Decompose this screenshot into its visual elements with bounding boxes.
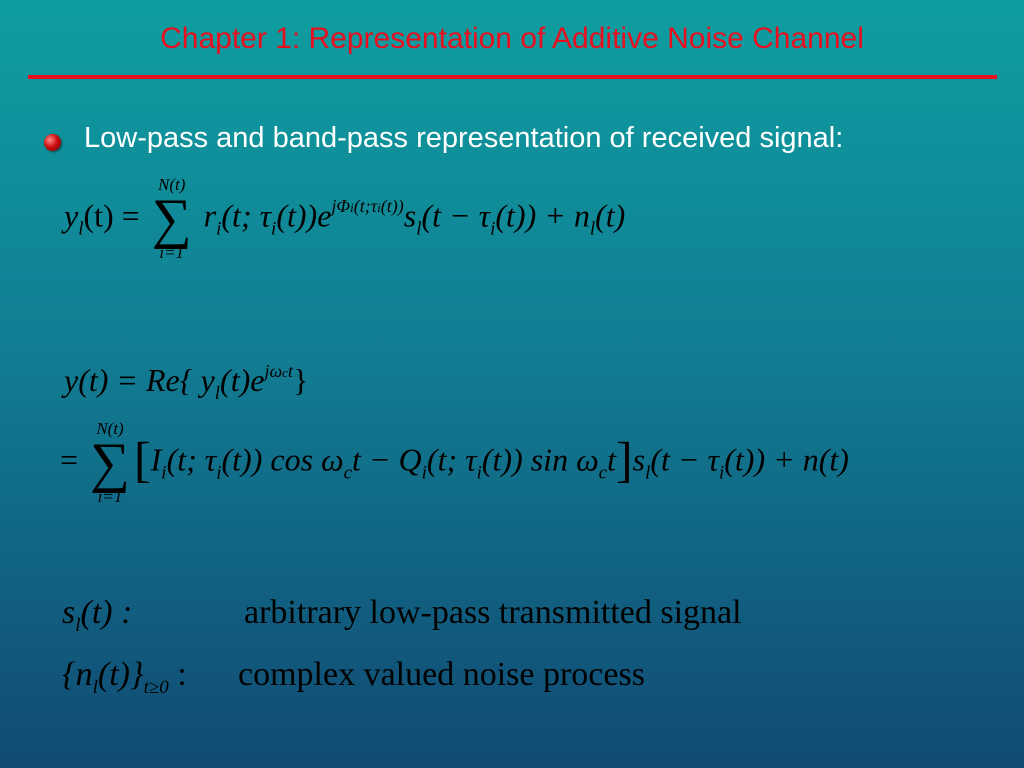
- eq1-exp-main: jΦ: [331, 196, 351, 217]
- def2-symbol-end: :: [168, 656, 187, 693]
- definition-noise-text: complex valued noise process: [238, 656, 645, 693]
- eq1-exp-arg-end: (t)): [380, 196, 404, 217]
- def2-symbol-sub: l: [92, 677, 98, 698]
- def2-symbol-sub2: t≥0: [143, 677, 169, 698]
- eq3-close-bracket: ]: [615, 431, 633, 488]
- equation-lowpass: yl(t) = N(t) ∑ i=1 ri(t; τi(t))ejΦi(t;τi…: [64, 176, 625, 262]
- eq1-sum-upper: N(t): [158, 175, 186, 194]
- definition-signal: sl(t) :: [62, 594, 133, 636]
- equation-expanded: = N(t) ∑ i=1 [Ii(t; τi(t)) cos ωct − Qi(…: [60, 420, 849, 506]
- eq3-sin-end: t: [607, 441, 616, 478]
- equation-bandpass: y(t) = Re{ yl(t)ejωct}: [64, 362, 308, 403]
- eq3-cos-sub: c: [343, 462, 353, 484]
- eq3-I-arg-sub: i: [216, 462, 222, 484]
- slide-title: Chapter 1: Representation of Additive No…: [160, 22, 864, 55]
- eq1-term-r-arg-end: (t))e: [276, 197, 332, 234]
- eq2-lhs: y(t) = Re{ y: [64, 362, 215, 398]
- eq1-sum-lower: i=1: [159, 243, 185, 262]
- eq1-exp-arg: (t;τ: [353, 196, 378, 217]
- eq1-term-r-arg: (t; τ: [221, 197, 272, 234]
- eq3-I: I: [150, 441, 162, 478]
- eq1-term-s-arg: (t − τ: [421, 197, 491, 234]
- eq1-term-r-arg-sub: i: [271, 218, 277, 240]
- eq3-sum: N(t) ∑ i=1: [90, 420, 130, 506]
- eq2-exp-end: t: [287, 361, 293, 381]
- definition-noise: {nl(t)}t≥0 :: [62, 656, 187, 698]
- title-underline: [28, 75, 997, 79]
- eq1-term-r-sub: i: [216, 218, 222, 240]
- def2-symbol: {n: [62, 656, 93, 693]
- bullet-icon: [44, 134, 61, 151]
- eq3-s-arg: (t − τ: [650, 441, 719, 478]
- eq1-noise-sub: l: [589, 218, 596, 240]
- eq2-lhs-arg: (t)e: [220, 362, 265, 398]
- eq2-exp-sub: c: [282, 365, 288, 380]
- eq3-Q-sub: i: [421, 462, 427, 484]
- def1-symbol-sub: l: [75, 615, 81, 636]
- eq1-lhs-var: y: [64, 197, 79, 234]
- definition-signal-text: arbitrary low-pass transmitted signal: [244, 594, 742, 631]
- eq3-s: s: [632, 441, 646, 478]
- eq2-exp-main: jω: [264, 361, 283, 381]
- eq1-sum-symbol: ∑: [151, 188, 192, 250]
- eq3-I-arg-end: (t)) cos ω: [221, 441, 344, 478]
- eq1-term-r: r: [203, 197, 217, 234]
- eq3-I-sub: i: [161, 462, 167, 484]
- eq3-sum-lower: i=1: [97, 487, 123, 506]
- eq1-exp-sub: i: [350, 200, 354, 216]
- eq1-exp: jΦi(t;τi(t)): [331, 196, 403, 216]
- def2-symbol-arg: (t)}: [97, 656, 144, 693]
- eq1-lhs-sub: l: [78, 218, 84, 240]
- eq3-s-sub: l: [645, 462, 651, 484]
- eq3-open-bracket: [: [133, 431, 151, 488]
- eq3-eq-sign: =: [60, 441, 79, 478]
- eq1-sum: N(t) ∑ i=1: [152, 176, 192, 262]
- eq2-lhs-sub: l: [214, 383, 221, 404]
- eq3-sum-symbol: ∑: [90, 432, 130, 494]
- eq3-s-arg-end: (t)) + n(t): [724, 441, 849, 478]
- eq1-term-s-arg-end: (t)) + n: [495, 197, 590, 234]
- eq1-term-s-sub: l: [416, 218, 422, 240]
- eq2-exp: jωct: [264, 361, 293, 381]
- eq3-sin-sub: c: [598, 462, 608, 484]
- eq3-cos-end: t − Q: [352, 441, 422, 478]
- def1-symbol: s: [62, 594, 76, 631]
- eq1-lhs-arg: (t) =: [83, 197, 140, 234]
- eq3-Q-arg-sub: i: [476, 462, 482, 484]
- def1-symbol-arg: (t) :: [80, 594, 133, 631]
- eq2-close: }: [292, 362, 309, 398]
- eq3-sum-upper: N(t): [96, 419, 124, 438]
- bullet-text: Low-pass and band-pass representation of…: [84, 122, 844, 154]
- eq1-term-s: s: [403, 197, 417, 234]
- eq3-I-arg: (t; τ: [166, 441, 217, 478]
- eq3-Q-arg-end: (t)) sin ω: [481, 441, 599, 478]
- eq1-noise-arg: (t): [595, 197, 626, 234]
- eq1-term-s-arg-sub: i: [490, 218, 496, 240]
- eq3-s-arg-sub: i: [718, 462, 725, 484]
- eq3-Q-arg: (t; τ: [426, 441, 477, 478]
- eq1-exp-arg-sub: i: [377, 200, 381, 216]
